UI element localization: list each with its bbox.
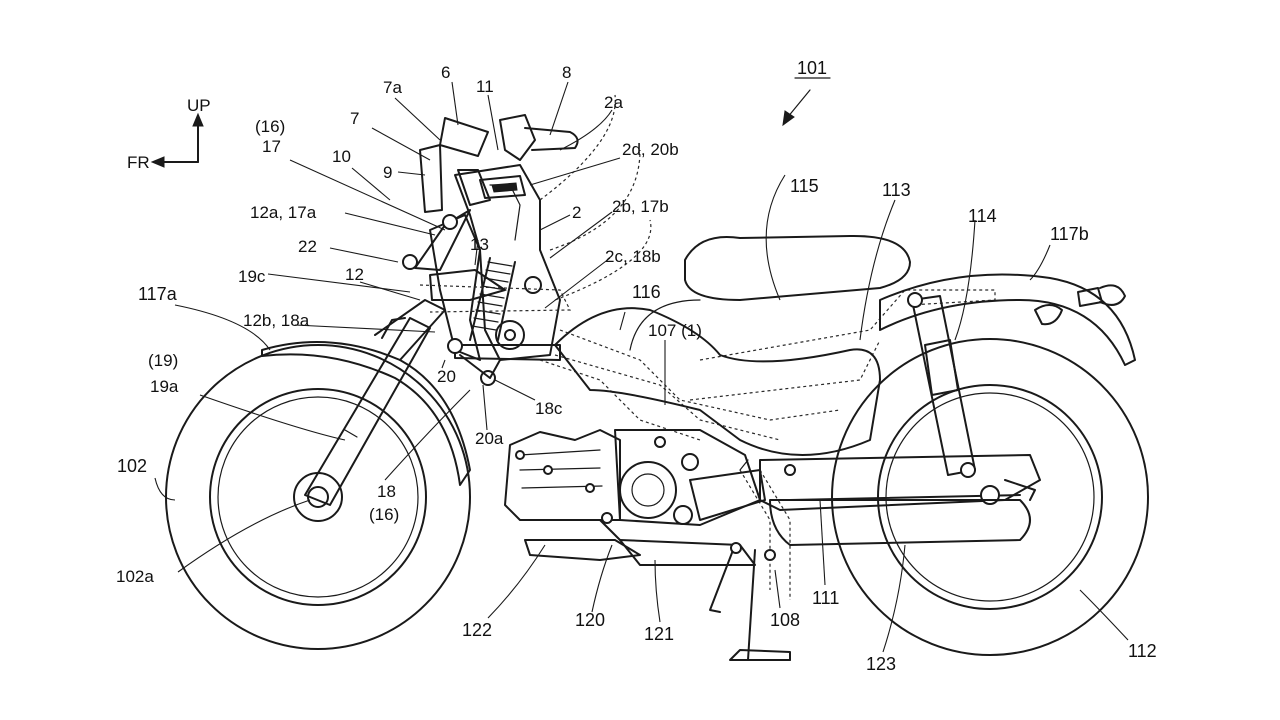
rear-fender (879, 273, 1136, 366)
label-19a: 19a (150, 377, 179, 396)
direction-up-label: UP (187, 96, 211, 115)
label-18: 18 (377, 482, 396, 501)
rear-shock (907, 292, 976, 478)
label-7: 7 (350, 109, 359, 128)
label-20: 20 (437, 367, 456, 386)
label-16-paren-bottom: (16) (369, 505, 399, 524)
label-16-paren-top: (16) (255, 117, 285, 136)
figure-number: 101 (797, 58, 827, 78)
label-102a: 102a (116, 567, 154, 586)
label-20a: 20a (475, 429, 504, 448)
label-107-1: 107 (1) (648, 321, 702, 340)
label-18c: 18c (535, 399, 563, 418)
front-fork (304, 299, 446, 506)
front-fender (261, 341, 471, 486)
label-111: 111 (812, 588, 839, 608)
label-8: 8 (562, 63, 571, 82)
direction-front-label: FR (127, 153, 150, 172)
label-7a: 7a (383, 78, 402, 97)
label-17: 17 (262, 137, 281, 156)
reference-labels: 6 7a 11 8 2a 7 (16) 17 10 2d, 20b 9 12a,… (116, 63, 1157, 674)
label-19-paren: (19) (148, 351, 178, 370)
label-12b-18a: 12b, 18a (243, 311, 310, 330)
label-6: 6 (441, 63, 450, 82)
figure-reference: 101 (782, 58, 831, 127)
label-2c-18b: 2c, 18b (605, 247, 661, 266)
label-11: 11 (476, 77, 494, 96)
engine (504, 429, 766, 526)
label-19c: 19c (238, 267, 266, 286)
handlebar-assembly (419, 114, 579, 213)
front-wheel (165, 344, 471, 650)
label-121: 121 (644, 624, 674, 644)
label-2b-17b: 2b, 17b (612, 197, 669, 216)
seat (684, 234, 911, 301)
label-22: 22 (298, 237, 317, 256)
lower-parts (524, 512, 791, 661)
swing-arm (759, 454, 1041, 511)
body-cover (554, 299, 881, 456)
label-123: 123 (866, 654, 896, 674)
label-117b: 117b (1050, 224, 1089, 244)
head-area (429, 164, 561, 361)
label-113: 113 (882, 180, 911, 200)
label-12: 12 (345, 265, 364, 284)
label-2a: 2a (604, 93, 623, 112)
label-108: 108 (770, 610, 800, 630)
chain-case (769, 499, 1031, 546)
label-122: 122 (462, 620, 492, 640)
label-120: 120 (575, 610, 605, 630)
label-116: 116 (632, 282, 661, 302)
label-117a: 117a (138, 284, 178, 304)
label-13: 13 (470, 235, 489, 254)
label-9: 9 (383, 163, 392, 182)
label-114: 114 (968, 206, 997, 226)
rear-wheel (831, 338, 1149, 656)
label-112: 112 (1128, 641, 1157, 661)
label-2d-20b: 2d, 20b (622, 140, 679, 159)
label-102: 102 (117, 456, 147, 476)
label-2: 2 (572, 203, 581, 222)
label-10: 10 (332, 147, 351, 166)
main-frame-hidden (539, 94, 996, 600)
label-115: 115 (790, 176, 819, 196)
label-12a-17a: 12a, 17a (250, 203, 317, 222)
leader-lines (154, 81, 1129, 653)
link-pivots (402, 209, 571, 386)
direction-indicator: UP FR (127, 96, 211, 172)
